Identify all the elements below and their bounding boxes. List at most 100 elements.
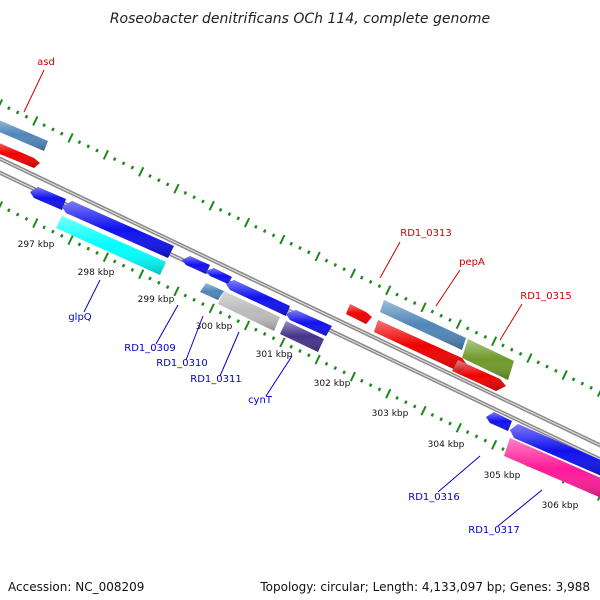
gene-shading [0,143,40,168]
minor-tick [439,417,443,422]
major-tick [491,439,498,450]
minor-tick [404,400,408,405]
minor-tick [545,364,549,369]
minor-tick [51,229,55,234]
major-tick [67,235,74,246]
reverse-gene-label[interactable]: glpQ [68,312,91,323]
major-tick [491,336,498,347]
major-tick [32,218,39,228]
minor-tick [465,430,470,434]
minor-tick [589,385,593,390]
minor-tick [236,216,241,221]
reverse-gene-label[interactable]: RD1_0316 [408,492,459,503]
minor-tick [59,233,64,238]
leader-line [155,304,179,345]
major-tick [314,354,321,365]
tick-label: 297 kbp [18,240,55,250]
major-tick [561,370,568,380]
gene-shading [218,291,280,331]
reverse-genes [30,187,600,498]
tick-label: 306 kbp [542,501,579,511]
reverse-gene-label[interactable]: RD1_0309 [124,343,175,354]
minor-tick [165,182,170,187]
minor-tick [165,285,170,289]
minor-tick [412,404,417,409]
forward-gene-label[interactable]: RD1_0315 [520,291,571,302]
gene-shading [182,256,210,274]
reverse-gene-label[interactable]: cynT [248,395,273,406]
minor-tick [24,216,29,221]
major-tick [385,388,392,399]
minor-tick [218,310,223,315]
minor-tick [42,225,46,230]
gene-leader-lines [23,69,543,527]
forward-tick-track [0,99,600,397]
minor-tick [42,123,46,128]
major-tick [138,269,145,280]
major-tick [67,132,74,143]
gene-shading [486,412,512,431]
minor-tick [271,336,276,341]
gene-shading [346,304,372,324]
tick-label: 300 kbp [196,322,233,332]
major-tick [0,201,4,209]
minor-tick [7,208,11,213]
major-tick [455,422,462,433]
major-tick [349,268,357,279]
minor-tick [15,212,20,217]
minor-tick [254,224,258,229]
major-tick [455,319,462,330]
minor-tick [77,242,82,247]
minor-tick [183,293,188,298]
minor-tick [121,161,126,166]
leader-line [185,315,204,361]
reverse-gene-label[interactable]: RD1_0311 [190,374,241,385]
minor-tick [483,334,488,339]
minor-tick [130,165,135,170]
major-tick [526,353,533,364]
minor-tick [298,349,302,353]
minor-tick [377,284,382,289]
minor-tick [130,268,135,272]
major-tick [420,405,427,416]
minor-tick [368,279,373,284]
major-tick [243,217,251,228]
minor-tick [501,447,505,452]
gene-shading [374,320,468,372]
minor-tick [580,381,585,386]
forward-gene-label[interactable]: pepA [459,257,485,268]
major-tick [349,371,357,382]
major-tick [32,116,39,126]
gene-shading [462,339,514,380]
minor-tick [7,106,11,111]
leader-line [379,241,401,279]
minor-tick [86,246,91,251]
minor-tick [518,351,523,356]
forward-gene-label[interactable]: RD1_0313 [400,228,451,239]
forward-gene-label[interactable]: asd [37,57,55,68]
minor-tick [157,280,161,285]
reverse-gene-label[interactable]: RD1_0317 [468,525,519,536]
major-tick [385,285,392,296]
minor-tick [112,157,117,162]
minor-tick [218,207,223,212]
minor-tick [342,267,346,272]
tick-label: 298 kbp [78,268,115,278]
minor-tick [112,259,117,264]
gene-shading [0,120,48,151]
minor-tick [483,438,488,443]
minor-tick [227,314,232,319]
major-tick [596,493,600,501]
gene-shading [504,438,600,498]
tick-label: 303 kbp [372,409,409,419]
minor-tick [254,327,258,332]
major-tick [0,99,4,107]
major-tick [279,337,286,348]
leader-line [435,269,461,307]
minor-tick [359,275,364,280]
reverse-gene-label[interactable]: RD1_0310 [156,358,207,369]
minor-tick [148,276,152,281]
